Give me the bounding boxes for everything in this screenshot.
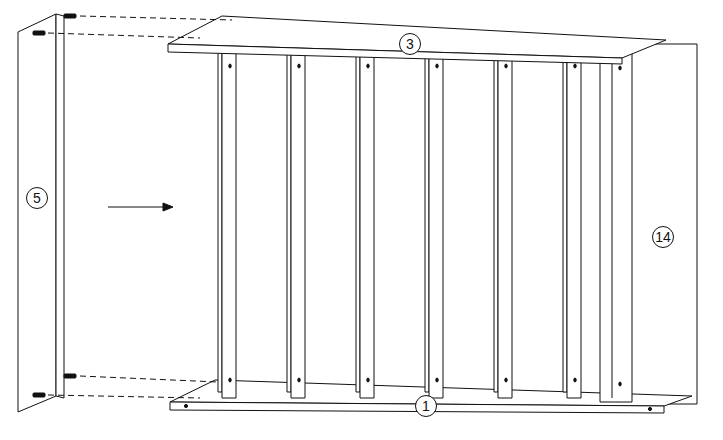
callout-number: 1 xyxy=(415,395,437,417)
direction-arrow xyxy=(108,203,173,211)
dividers xyxy=(218,52,632,402)
callout-number: 14 xyxy=(652,226,674,248)
side-panel-edge xyxy=(56,14,64,398)
callout-number: 5 xyxy=(26,187,48,209)
top-board-edge xyxy=(168,44,622,64)
bottom-hole xyxy=(184,404,187,407)
side-panel xyxy=(18,14,56,412)
back-panel xyxy=(232,44,697,404)
guide-lines xyxy=(48,16,232,398)
bottom-hole xyxy=(648,407,651,410)
callout-number: 3 xyxy=(399,33,421,55)
